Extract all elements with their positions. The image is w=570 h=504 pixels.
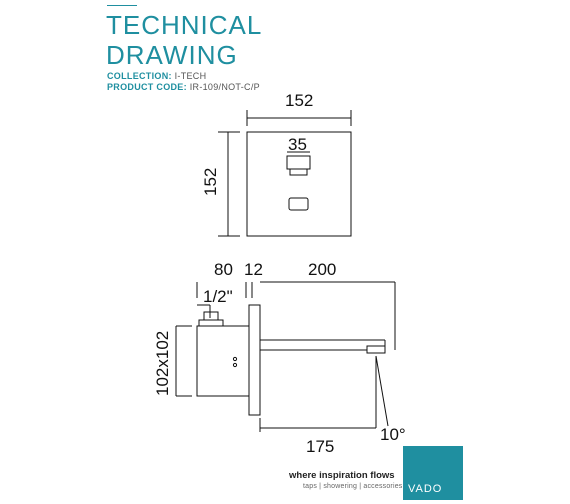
- product-code-label: PRODUCT CODE:: [107, 82, 187, 92]
- inlet-nut: [203, 311, 219, 321]
- collection-value: I-TECH: [174, 71, 207, 81]
- front-width-label: 152: [285, 91, 313, 110]
- collection-label: COLLECTION:: [107, 71, 172, 81]
- sensor-window: [288, 197, 309, 211]
- dim-12-label: 12: [244, 260, 263, 279]
- footer-slogan: where inspiration flows: [289, 470, 395, 481]
- sensor-housing: [286, 155, 311, 170]
- spout-aerator: [366, 345, 386, 354]
- sensor-dim-label: 35: [288, 135, 307, 154]
- thread-label: 1/2": [203, 287, 233, 306]
- footer-subline: taps | showering | accessories: [303, 483, 403, 490]
- sensor-lens: [289, 168, 308, 176]
- title-line-2: DRAWING: [106, 40, 238, 70]
- valve-body: [196, 325, 250, 397]
- dim-200-label: 200: [308, 260, 336, 279]
- collection-row: COLLECTION: I-TECH: [107, 71, 206, 81]
- valve-hole-bottom: [232, 362, 238, 368]
- front-plate: [246, 131, 352, 237]
- logo-text: VADO: [408, 483, 443, 495]
- dim-80-label: 80: [214, 260, 233, 279]
- accent-rule: [107, 5, 137, 6]
- front-height-label: 152: [201, 168, 220, 196]
- inlet-connector: [198, 319, 224, 327]
- angle-label: 10°: [380, 425, 406, 444]
- projection-dim-label: 175: [306, 437, 334, 456]
- vado-logo: VADO: [403, 446, 463, 500]
- title-line-1: TECHNICAL: [106, 10, 263, 40]
- product-code-value: IR-109/NOT-C/P: [189, 82, 260, 92]
- wall-plate: [248, 304, 261, 416]
- body-dim-label: 102x102: [153, 331, 172, 396]
- flow-angle-line: [375, 355, 389, 427]
- product-code-row: PRODUCT CODE: IR-109/NOT-C/P: [107, 82, 260, 92]
- valve-hole-top: [232, 356, 238, 362]
